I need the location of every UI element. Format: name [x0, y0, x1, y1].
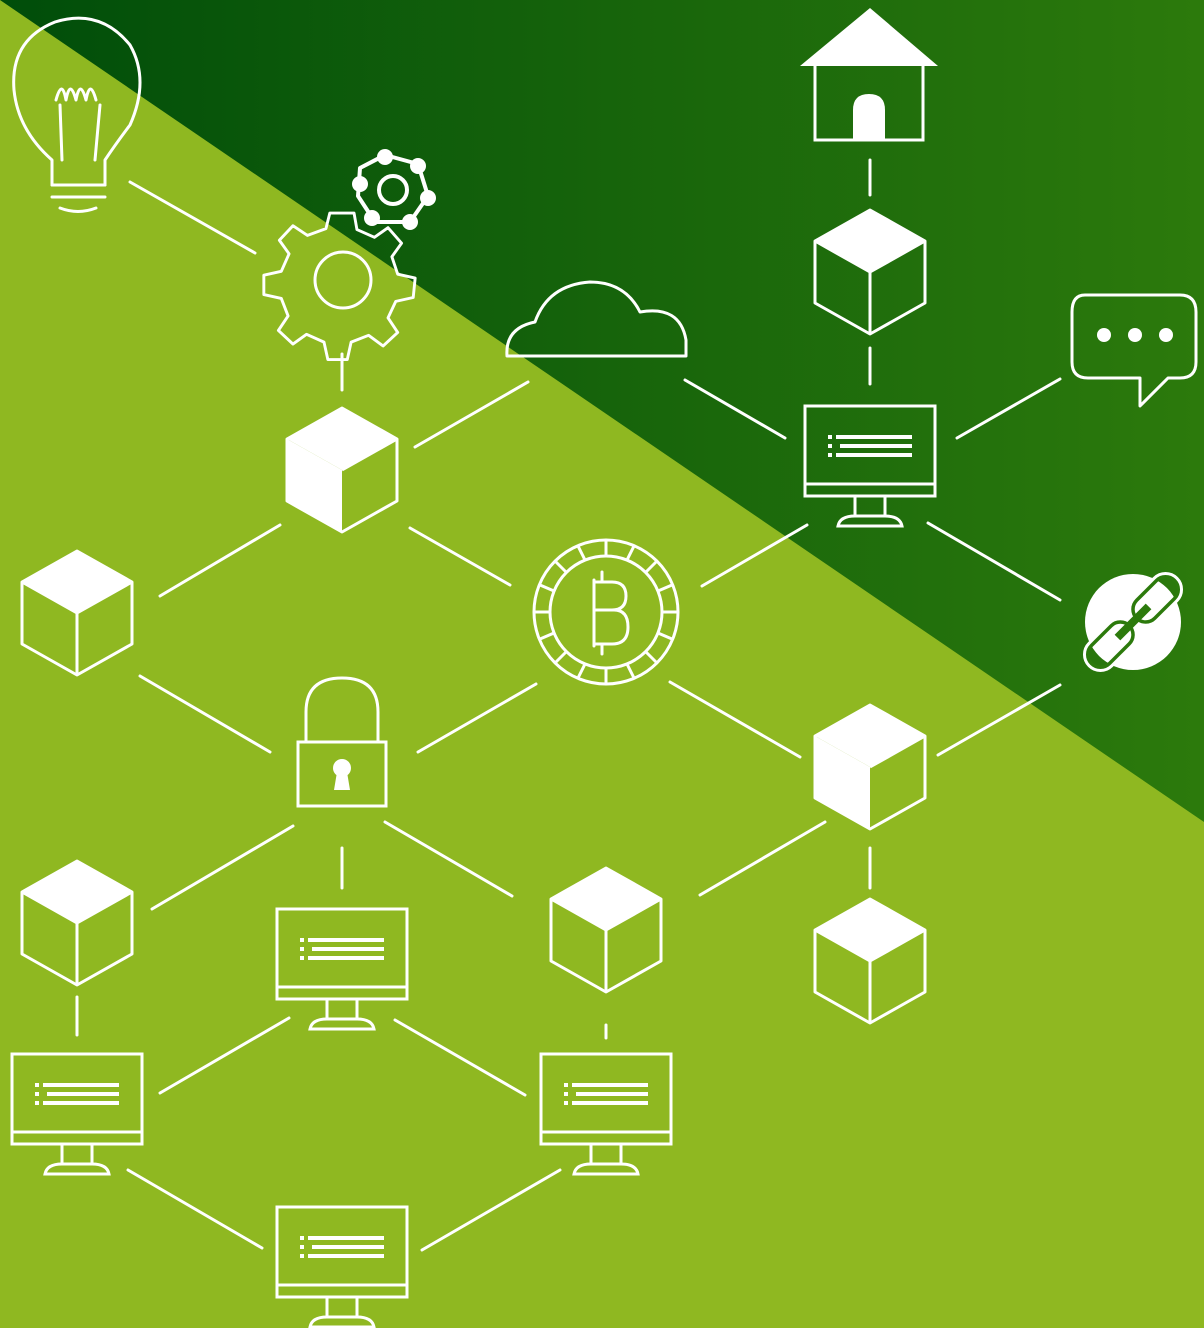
house-icon: [800, 8, 938, 142]
cube-icon: [813, 703, 927, 831]
cube-icon: [285, 406, 399, 534]
cube-icon: [549, 866, 663, 994]
cloud-icon: [505, 280, 688, 358]
cube-icon: [20, 549, 134, 677]
cube-icon: [813, 897, 927, 1025]
padlock-icon: [296, 676, 388, 808]
chain-link-icon: [1082, 571, 1184, 673]
cube-icon: [20, 859, 134, 987]
speech-bubble-icon: [1070, 293, 1198, 408]
monitor-icon: [275, 1205, 409, 1328]
dark-diagonal-band: [0, 0, 1204, 822]
connector-lines: [75, 158, 1062, 1252]
monitor-icon: [10, 1052, 144, 1176]
gear-icon: [262, 211, 417, 362]
monitor-icon: [539, 1052, 673, 1176]
lightbulb-icon: [12, 16, 142, 213]
monitor-icon: [275, 907, 409, 1031]
small-gear-icon: [352, 149, 436, 230]
bitcoin-coin-icon: [532, 538, 680, 686]
